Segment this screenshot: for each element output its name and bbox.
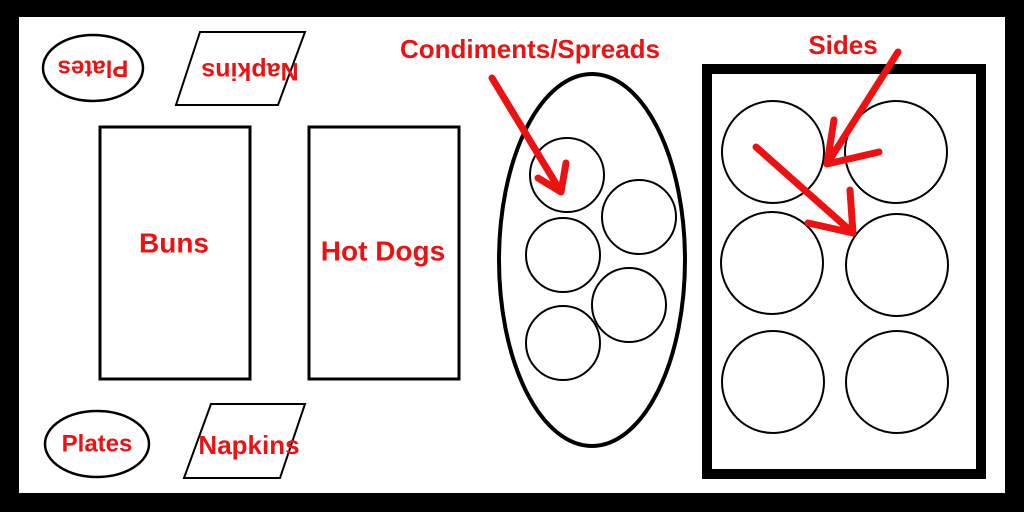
side-bowl [721, 330, 825, 434]
napkins-label-top: Napkins [201, 57, 298, 85]
hot-dogs-label: Hot Dogs [321, 236, 445, 267]
side-bowl [721, 100, 825, 204]
plates-oval-bottom [43, 409, 151, 479]
condiments-label: Condiments/Spreads [400, 34, 660, 64]
condiment-bowl [601, 179, 677, 255]
plates-oval-top [41, 33, 145, 103]
side-bowl [720, 211, 824, 315]
plates-label-top: Plates [58, 55, 129, 82]
side-bowl [845, 213, 949, 317]
sides-arrow-middle [752, 143, 857, 237]
sides-arrow-top [823, 48, 902, 168]
condiments-arrow [488, 74, 570, 196]
buns-label: Buns [139, 228, 209, 259]
condiment-bowl [591, 267, 667, 343]
condiment-bowl [525, 305, 601, 381]
side-bowl [845, 330, 949, 434]
buns-tray [98, 125, 252, 381]
hot-dogs-tray [307, 125, 461, 381]
side-bowl [844, 100, 948, 204]
condiment-bowl [525, 217, 601, 293]
napkins-shape-top [174, 31, 307, 106]
napkins-shape-bottom [182, 403, 307, 479]
plates-label-bottom: Plates [62, 431, 133, 458]
napkins-label-bottom: Napkins [198, 430, 299, 460]
sides-label: Sides [808, 30, 877, 60]
